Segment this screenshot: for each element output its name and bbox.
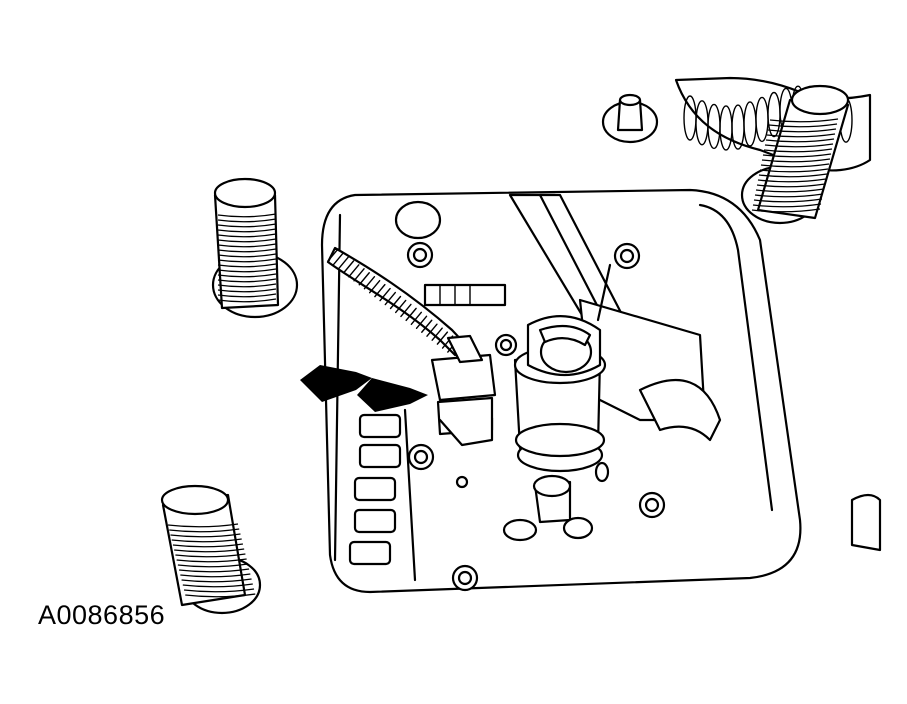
arrow-icon: [300, 365, 372, 402]
cover-ribs: [348, 408, 417, 582]
threaded-stud-right: [740, 84, 850, 225]
threaded-stud-bottom-left: [160, 484, 262, 615]
upper-left-boss: [394, 200, 442, 269]
cover-bolt-upper-right: [613, 242, 641, 270]
threaded-stud-left: [211, 177, 299, 319]
lower-center-features: [455, 461, 610, 542]
callout-arrows: [300, 365, 428, 412]
small-stud-top: [601, 93, 659, 144]
cover-bolt-right: [638, 491, 666, 519]
figure-code: A0086856: [38, 600, 166, 630]
bracket-arm: [508, 193, 722, 442]
cover-bolt-bottom: [451, 564, 479, 592]
cover-bolt-left: [407, 443, 435, 471]
partial-stud-right-edge: [850, 493, 882, 552]
shift-shaft: [513, 315, 607, 473]
transmission-sensor: [430, 334, 497, 447]
sensor-bolt: [494, 333, 518, 357]
inline-connector: [423, 283, 507, 307]
arrow-icon: [357, 378, 428, 412]
